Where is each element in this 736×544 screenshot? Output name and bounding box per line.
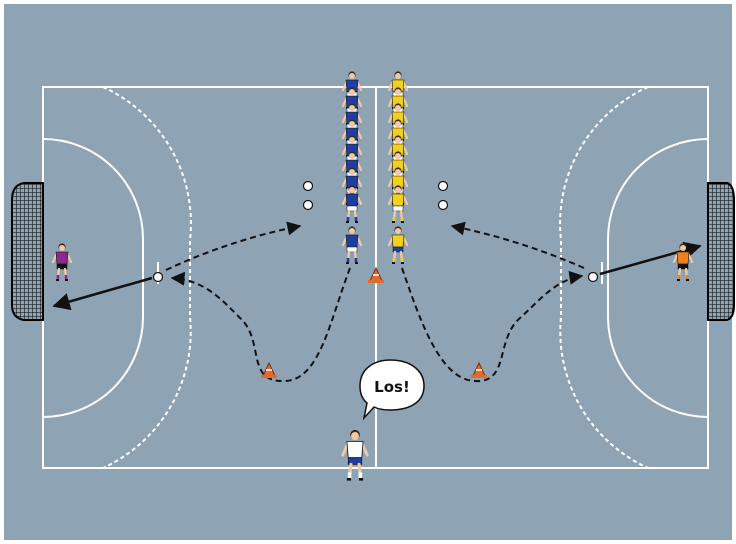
- ball-icon: [154, 273, 163, 282]
- ball-icon: [304, 201, 313, 210]
- ball-icon: [589, 273, 598, 282]
- goal-right: [708, 183, 734, 320]
- handball-goal-icon: [12, 183, 43, 320]
- background-panel: [4, 4, 732, 540]
- speech-bubble-text: Los!: [374, 378, 410, 396]
- ball-icon: [304, 182, 313, 191]
- ball-icon: [439, 201, 448, 210]
- handball-goal-icon: [708, 183, 734, 320]
- goal-left: [12, 183, 43, 320]
- ball-icon: [439, 182, 448, 191]
